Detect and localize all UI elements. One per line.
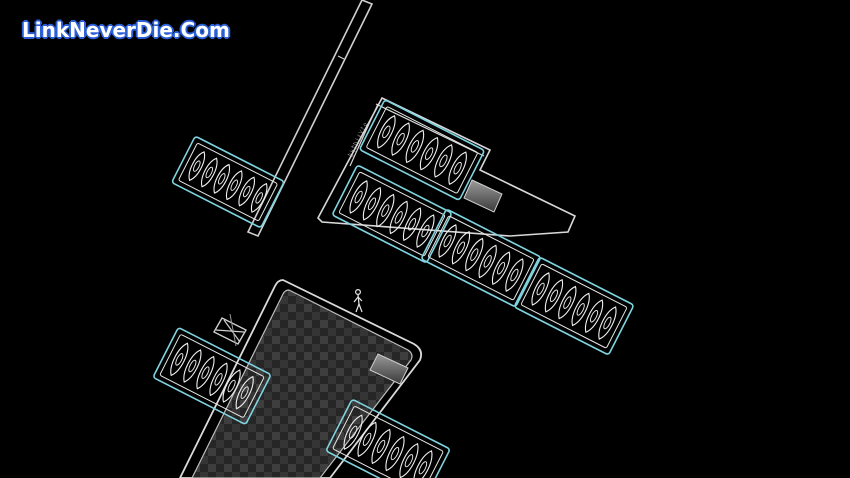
capsule-icon[interactable] (223, 169, 246, 202)
pod-bank-inner-frame (520, 263, 628, 349)
capsule-icon[interactable] (219, 368, 244, 405)
capsule-icon[interactable] (435, 223, 460, 260)
pod-bank-upper-left (171, 136, 285, 228)
pod-bank-inner-frame (178, 143, 278, 221)
pod-bank-mid-right (514, 257, 634, 355)
capsule-icon[interactable] (528, 271, 553, 308)
capsule-icon[interactable] (595, 305, 620, 342)
capsule-icon[interactable] (430, 142, 456, 179)
capsule-icon[interactable] (568, 291, 593, 328)
capsule-icon[interactable] (373, 192, 398, 229)
capsule-icon[interactable] (193, 354, 218, 391)
lower-platform (178, 279, 423, 478)
capsule-icon[interactable] (502, 257, 527, 294)
capsule-icon[interactable] (210, 162, 233, 195)
capsule-icon[interactable] (581, 298, 606, 335)
capsule-icon[interactable] (386, 199, 411, 236)
capsule-icon[interactable] (388, 121, 414, 158)
capsule-icon[interactable] (445, 150, 471, 187)
capsule-icon[interactable] (488, 250, 513, 287)
pod-bank-bottom (326, 399, 450, 478)
capsule-icon[interactable] (340, 413, 367, 452)
capsule-icon[interactable] (232, 374, 257, 411)
pod-bank-lower-left (153, 327, 271, 425)
capsule-icon[interactable] (359, 185, 384, 222)
capsule-icon[interactable] (248, 181, 271, 214)
pod-bank-mid-left (332, 165, 452, 263)
stick-figure-icon[interactable] (353, 289, 363, 313)
capsule-icon[interactable] (382, 434, 409, 473)
pod-bank-mid-center (421, 209, 541, 307)
pod-bank-frame (421, 209, 541, 307)
capsule-icon[interactable] (399, 206, 424, 243)
capsule-icon[interactable] (396, 441, 423, 478)
pod-bank-frame (326, 399, 450, 478)
pod-bank-frame (153, 327, 271, 425)
capsule-icon[interactable] (185, 150, 208, 183)
pod-bank-inner-frame (332, 406, 444, 478)
capsule-icon[interactable] (235, 175, 258, 208)
capsule-icon[interactable] (167, 341, 192, 378)
broken-crate-icon (213, 313, 247, 347)
capsule-icon[interactable] (413, 213, 438, 250)
capsule-icon[interactable] (354, 420, 381, 459)
catwalk-beam (246, 0, 374, 238)
pod-bank-frame (171, 136, 285, 228)
pod-bank-inner-frame (159, 334, 265, 418)
capsule-icon[interactable] (448, 229, 473, 266)
capsule-icon[interactable] (346, 179, 371, 216)
capsule-icon[interactable] (410, 448, 437, 478)
capsule-icon[interactable] (180, 348, 205, 385)
pod-bank-inner-frame (427, 215, 535, 301)
capsule-icon[interactable] (206, 361, 231, 398)
capsule-icon[interactable] (462, 236, 487, 273)
pod-bank-frame (514, 257, 634, 355)
capsule-icon[interactable] (198, 156, 221, 189)
capsule-icon[interactable] (368, 427, 395, 466)
watermark-text: LinkNeverDie.Com (22, 18, 230, 42)
pod-bank-frame (359, 99, 485, 201)
pod-bank-frame (332, 165, 452, 263)
capsule-icon[interactable] (402, 128, 428, 165)
capsule-icon[interactable] (416, 135, 442, 172)
capsule-icon[interactable] (541, 277, 566, 314)
capsule-icon[interactable] (475, 243, 500, 280)
capsule-icon[interactable] (373, 113, 399, 150)
pod-bank-top (359, 99, 485, 201)
pod-bank-inner-frame (366, 106, 478, 194)
capsule-icon[interactable] (555, 284, 580, 321)
pod-bank-inner-frame (338, 171, 446, 257)
vent-block-upper (463, 179, 503, 213)
vent-block-lower (369, 353, 409, 385)
